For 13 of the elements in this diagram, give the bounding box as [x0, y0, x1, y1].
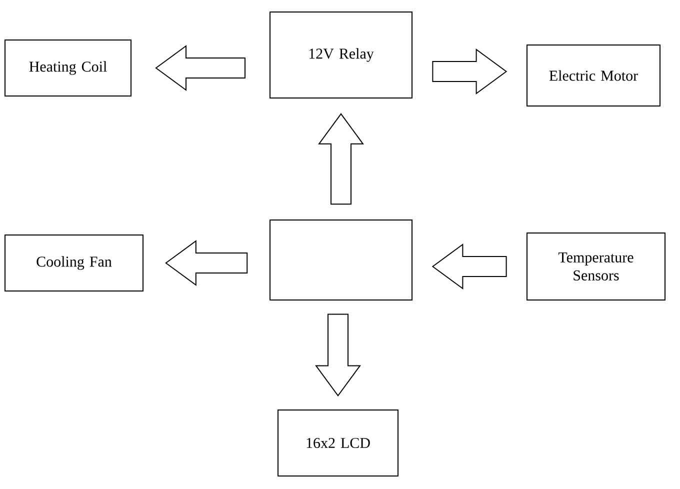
block-box: 12V Relay — [270, 12, 412, 98]
block-box: Cooling Fan — [4, 234, 144, 292]
block-arrow — [432, 48, 508, 94]
block-box: Electric Motor — [526, 44, 660, 106]
block-arrow — [318, 113, 364, 205]
empty-box — [270, 220, 412, 300]
block-box: Heating Coil — [4, 40, 132, 96]
block-box: 16x2 LCD — [278, 410, 398, 476]
block-arrow — [432, 244, 507, 290]
block-arrow — [165, 240, 248, 286]
block-arrow — [155, 45, 246, 91]
block-arrow — [315, 314, 361, 397]
block-box: Temperature Sensors — [526, 232, 666, 300]
